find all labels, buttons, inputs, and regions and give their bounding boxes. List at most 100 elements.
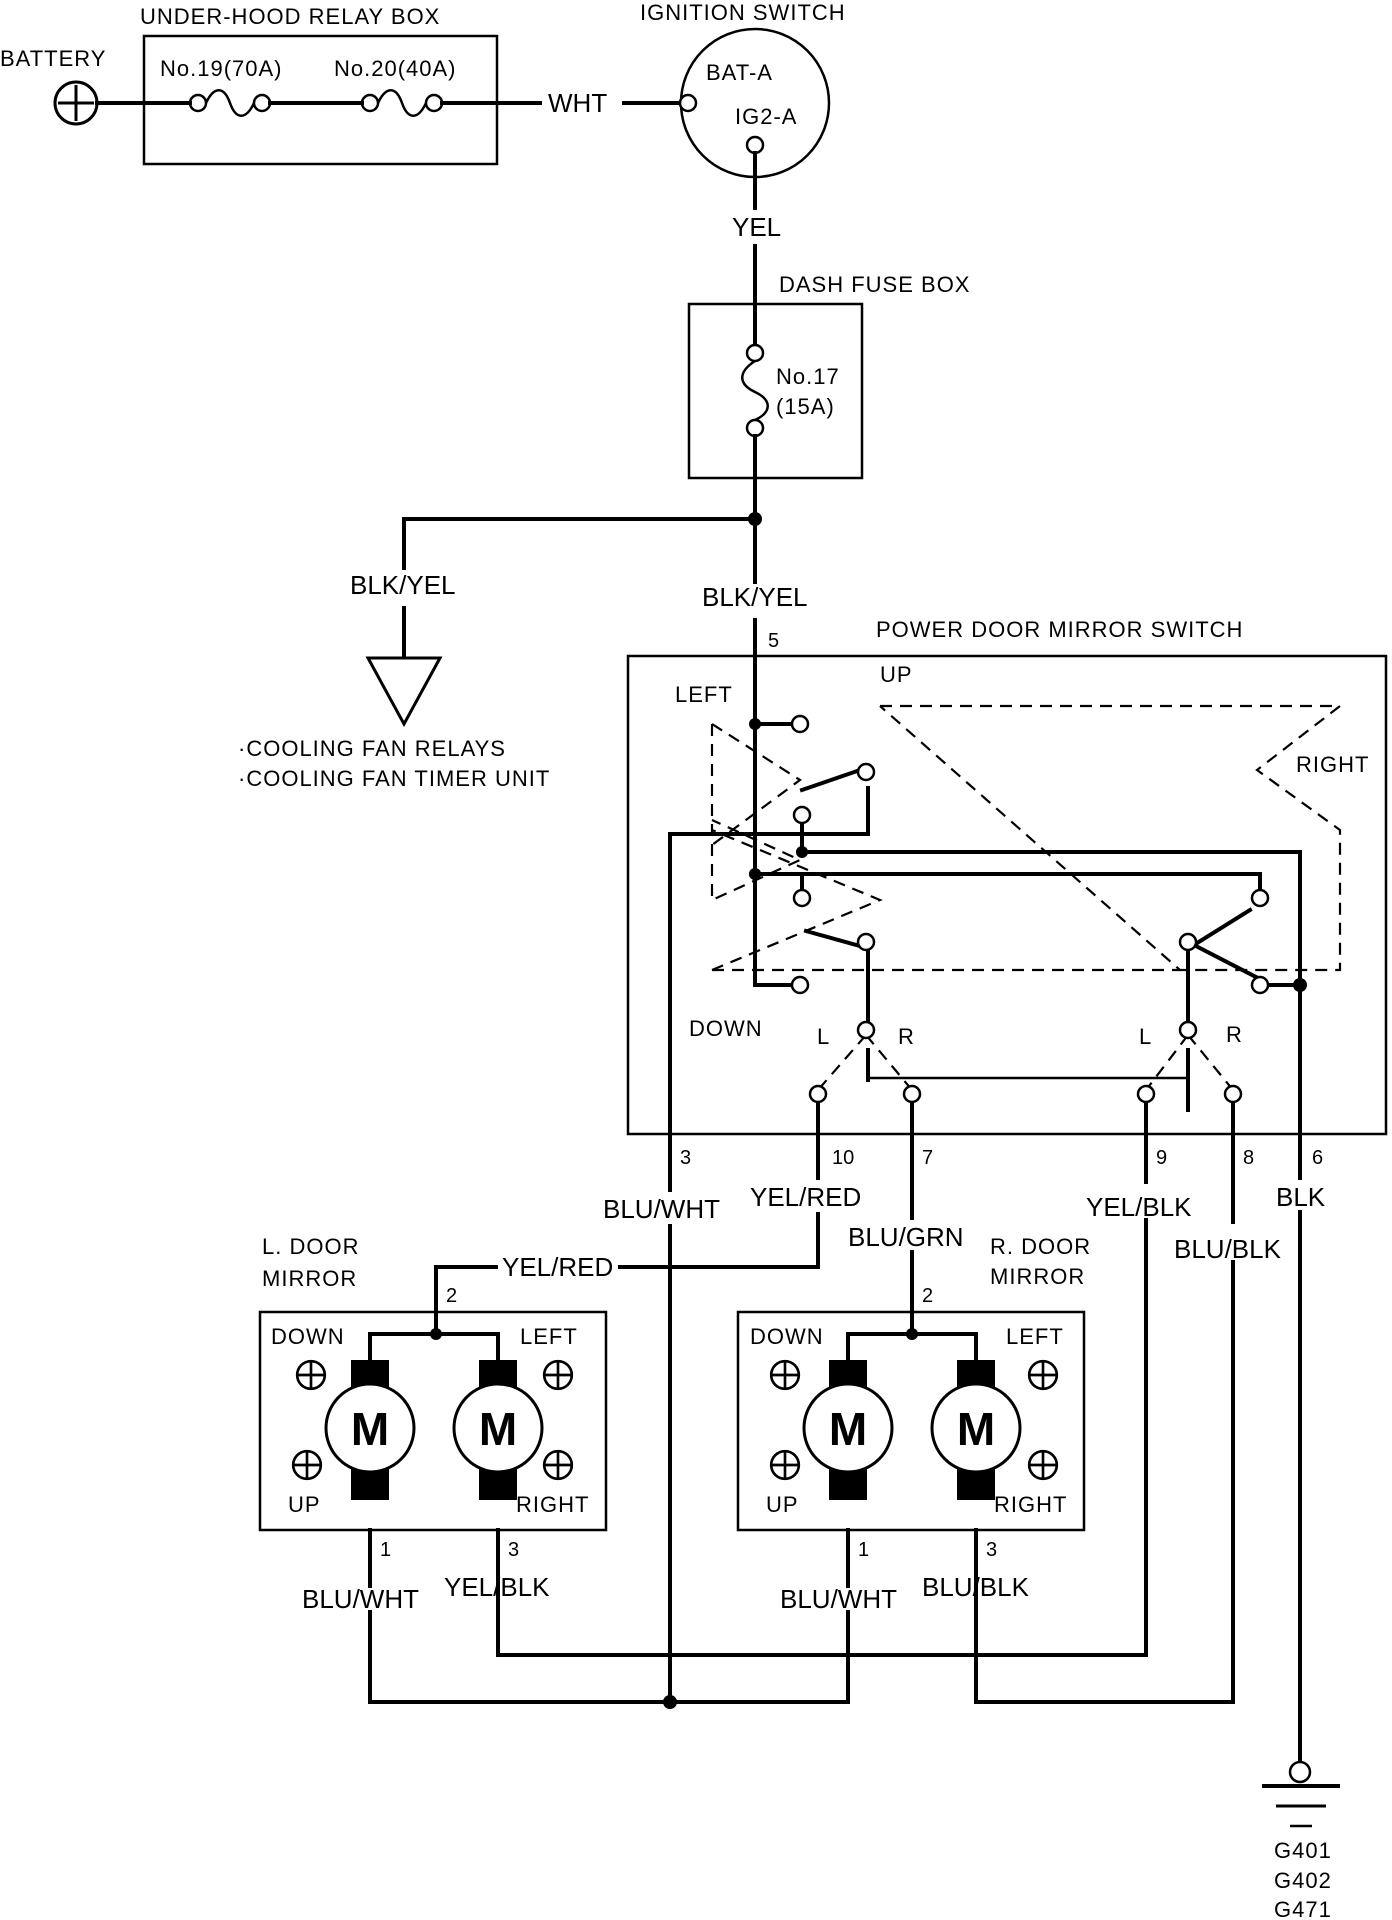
dash-fuse-box-outline [687,302,864,480]
pin-9-label: 9 [1156,1147,1167,1169]
l-door-mirror: L. DOOR MIRROR 2 DOWN LEFT UP RIGHT M M … [258,1234,608,1561]
battery-plus-icon [53,80,99,126]
wire-label-yel: YEL [732,212,781,242]
r-mirror-pin-2: 2 [922,1285,933,1307]
r-mirror-motor-1-label: M [829,1403,867,1455]
ground-label-g471: G471 [1274,1897,1332,1920]
ground-label-g402: G402 [1274,1868,1332,1893]
ignition-switch: IGNITION SWITCH BAT-A IG2-A [640,0,846,179]
r-mirror-down-plus-icon [769,1359,801,1391]
fuse-17-number: No.17 [776,364,840,389]
l-mirror-left-plus-icon [542,1359,574,1391]
l-mirror-down-plus-icon [295,1359,327,1391]
r-mirror-motor-leftright-icon: M [930,1360,1022,1500]
external-wiring [368,1132,1302,1764]
load-label-2: ·COOLING FAN TIMER UNIT [238,766,550,791]
wire-label-yel-blk-l: YEL/BLK [444,1572,550,1602]
wire-label-yel-red-l: YEL/RED [502,1252,613,1282]
wire-label-blk-yel-main: BLK/YEL [702,582,808,612]
l-mirror-outline [258,1310,608,1532]
l-mirror-motor-1-label: M [351,1403,389,1455]
pin-7-label: 7 [922,1147,933,1169]
l-mirror-pin-1: 1 [380,1539,391,1561]
relay-box-outline [142,34,499,166]
under-hood-relay-box: UNDER-HOOD RELAY BOX No.19(70A) No.20(40… [140,4,499,166]
wire-label-wht: WHT [548,88,607,118]
power-door-mirror-switch: POWER DOOR MIRROR SWITCH LEFT UP RIGHT D… [626,617,1388,1136]
r-mirror-motor-2-label: M [957,1403,995,1455]
wire-label-blu-wht-r: BLU/WHT [780,1584,897,1614]
l-mirror-motor-leftright-icon: M [452,1360,544,1500]
wire-label-blu-wht-l: BLU/WHT [302,1584,419,1614]
switch-label-left: LEFT [675,682,733,707]
dash-fuse-box: DASH FUSE BOX No.17 (15A) [687,272,970,480]
switch-label-l1: L [817,1024,830,1049]
ignition-switch-title: IGNITION SWITCH [640,0,846,25]
pin-5-label: 5 [768,630,779,652]
r-mirror-down-label: DOWN [750,1324,824,1349]
r-mirror-up-plus-icon [769,1449,801,1481]
ground-terminal [1288,1760,1312,1784]
r-mirror-right-plus-icon [1027,1449,1059,1481]
l-mirror-title-1: L. DOOR [262,1234,359,1259]
ground-label-g401: G401 [1274,1838,1332,1863]
wire-label-blu-grn-7: BLU/GRN [848,1222,964,1252]
fuse-19-label: No.19(70A) [160,56,283,81]
ig2-a-label: IG2-A [735,104,797,129]
l-mirror-motor-updown-icon: M [324,1360,416,1500]
r-mirror-up-label: UP [766,1492,799,1517]
l-mirror-down-label: DOWN [271,1324,345,1349]
fuse-20-label: No.20(40A) [334,56,457,81]
ground-icon [1262,1784,1340,1828]
relay-box-title: UNDER-HOOD RELAY BOX [140,4,440,29]
switch-label-right: RIGHT [1296,752,1369,777]
ground: G401 G402 G471 [1262,1760,1340,1920]
r-mirror-right-label: RIGHT [994,1492,1067,1517]
switch-label-r1: R [898,1024,915,1049]
fuse-19-icon [188,89,272,117]
l-mirror-left-label: LEFT [520,1324,578,1349]
r-mirror-pin-3: 3 [986,1539,997,1561]
ig2-a-terminal [745,135,765,155]
load-label-1: ·COOLING FAN RELAYS [238,736,506,761]
l-mirror-title-2: MIRROR [262,1266,357,1291]
switch-internal-wiring [668,654,1307,1136]
battery-label: BATTERY [0,46,106,71]
wire-label-blu-blk-8: BLU/BLK [1174,1234,1282,1264]
bat-a-label: BAT-A [706,60,773,85]
battery: BATTERY [0,46,106,126]
wire-label-yel-blk-9: YEL/BLK [1086,1192,1192,1222]
r-mirror-outline [736,1310,1086,1532]
pin-8-label: 8 [1243,1147,1254,1169]
load-arrow-icon [365,656,443,728]
pin-6-label: 6 [1312,1147,1323,1169]
mirror-switch-title: POWER DOOR MIRROR SWITCH [876,617,1243,642]
switch-label-down: DOWN [689,1016,763,1041]
wire-label-blk-6: BLK [1276,1182,1326,1212]
wire-label-yel-red-10: YEL/RED [750,1182,861,1212]
dash-fuse-box-title: DASH FUSE BOX [779,272,970,297]
switch-linkage-dashes [710,704,1344,1091]
r-mirror-left-label: LEFT [1006,1324,1064,1349]
l-mirror-pin-2: 2 [446,1285,457,1307]
fuse-20-icon [360,89,444,117]
r-mirror-left-plus-icon [1027,1359,1059,1391]
r-mirror-title-1: R. DOOR [990,1234,1091,1259]
l-mirror-pin-3: 3 [508,1539,519,1561]
r-mirror-title-2: MIRROR [990,1264,1085,1289]
r-mirror-motor-updown-icon: M [802,1360,894,1500]
pin-10-label: 10 [832,1147,854,1169]
fuse-17-rating: (15A) [776,394,835,419]
fuse-17-icon [741,343,769,438]
l-mirror-up-label: UP [288,1492,321,1517]
wire-label-blk-yel-left: BLK/YEL [350,570,456,600]
wire-label-blu-blk-r: BLU/BLK [922,1572,1030,1602]
switch-label-up: UP [880,662,913,687]
l-mirror-up-plus-icon [291,1449,323,1481]
wire-label-blu-wht-3: BLU/WHT [603,1194,720,1224]
r-mirror-pin-1: 1 [858,1539,869,1561]
switch-label-l2: L [1139,1024,1152,1049]
r-door-mirror: R. DOOR MIRROR 2 DOWN LEFT UP RIGHT M M … [736,1234,1091,1561]
mirror-switch-outline [626,654,1388,1136]
